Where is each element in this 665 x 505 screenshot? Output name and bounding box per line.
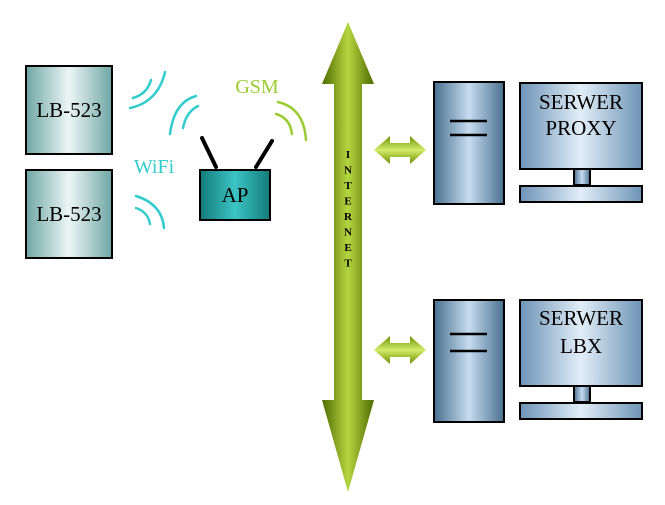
device-lb523-top: LB-523 <box>25 65 113 155</box>
gsm-label: GSM <box>235 76 279 98</box>
wifi-waves-ap-icon <box>168 94 200 136</box>
access-point: AP <box>199 136 274 221</box>
server-proxy: SERWER PROXY <box>433 81 643 205</box>
monitor-base <box>519 185 643 203</box>
connection-arrow-lbx <box>374 336 426 364</box>
wifi-waves-bottom-icon <box>134 194 166 230</box>
ap-antenna-left <box>200 136 218 169</box>
connection-arrow-proxy <box>374 136 426 164</box>
server-label-line1: SERWER <box>539 306 623 330</box>
server-label-line2: LBX <box>560 334 602 358</box>
wifi-label: WiFi <box>134 156 175 178</box>
device-label: LB-523 <box>36 202 101 226</box>
ap-antenna-right <box>254 139 274 169</box>
monitor-neck <box>573 385 591 403</box>
monitor-screen <box>519 82 643 170</box>
server-lbx: SERWER LBX <box>433 299 643 423</box>
monitor-neck <box>573 168 591 186</box>
wifi-waves-top-icon <box>128 70 167 110</box>
ap-label: AP <box>222 183 249 207</box>
monitor-screen <box>519 299 643 387</box>
server-label-line2: PROXY <box>545 116 616 140</box>
server-tower <box>433 299 505 423</box>
server-tower <box>433 81 505 205</box>
monitor-base <box>519 402 643 420</box>
gsm-waves-icon <box>274 100 308 142</box>
device-label: LB-523 <box>36 98 101 122</box>
device-lb523-bottom: LB-523 <box>25 169 113 259</box>
server-label-line1: SERWER <box>539 90 623 114</box>
